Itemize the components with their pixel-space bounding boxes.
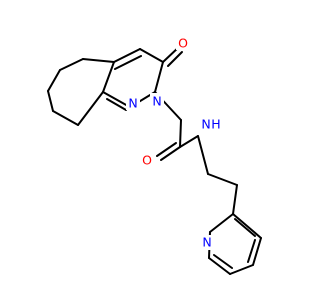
bond bbox=[207, 173, 238, 186]
atom-n-amide: N H bbox=[201, 117, 221, 132]
atom-label-n: N bbox=[128, 96, 137, 111]
bond bbox=[156, 142, 177, 157]
bond bbox=[229, 264, 254, 275]
bond bbox=[102, 91, 129, 107]
pyridine-ring bbox=[208, 213, 262, 275]
bond bbox=[52, 110, 79, 126]
atom-label-n: N bbox=[201, 117, 210, 132]
bond bbox=[252, 237, 262, 266]
cycloheptane-ring bbox=[47, 58, 115, 126]
molecule-canvas: O N N O N H N bbox=[47, 35, 262, 275]
bond bbox=[208, 257, 231, 275]
bond bbox=[213, 254, 233, 269]
bond bbox=[59, 58, 84, 71]
bond bbox=[247, 239, 256, 263]
bond bbox=[82, 58, 115, 63]
bond bbox=[102, 61, 115, 93]
atom-label-h: H bbox=[211, 117, 220, 132]
bond bbox=[47, 90, 54, 112]
atom-o-ketone: O bbox=[176, 35, 190, 51]
bond bbox=[47, 69, 61, 92]
atom-label-n: N bbox=[202, 235, 211, 250]
bond bbox=[114, 55, 142, 70]
atom-label-o: O bbox=[178, 36, 188, 51]
bond bbox=[106, 98, 127, 111]
bond bbox=[179, 135, 199, 148]
bond bbox=[234, 218, 256, 237]
atom-n-ring-2: N bbox=[126, 95, 140, 111]
bond bbox=[232, 184, 238, 215]
acetamide-chain bbox=[154, 91, 238, 215]
bond bbox=[139, 48, 164, 63]
atom-n-pyridine: N bbox=[200, 235, 214, 250]
atom-o-amide: O bbox=[140, 152, 154, 168]
pyridazinone-ring bbox=[102, 45, 183, 111]
atom-label-n: N bbox=[152, 94, 161, 109]
atom-label-o: O bbox=[142, 153, 152, 168]
bond bbox=[209, 213, 234, 233]
bond bbox=[77, 91, 104, 126]
bond bbox=[167, 51, 183, 67]
bond bbox=[113, 48, 141, 63]
molecule-structure: O N N O N H N bbox=[47, 35, 262, 275]
bond bbox=[160, 146, 181, 161]
bond bbox=[197, 135, 209, 175]
bond bbox=[232, 213, 262, 239]
atom-n-ring-1: N bbox=[150, 93, 164, 109]
bond bbox=[154, 61, 164, 93]
bond bbox=[179, 119, 182, 148]
